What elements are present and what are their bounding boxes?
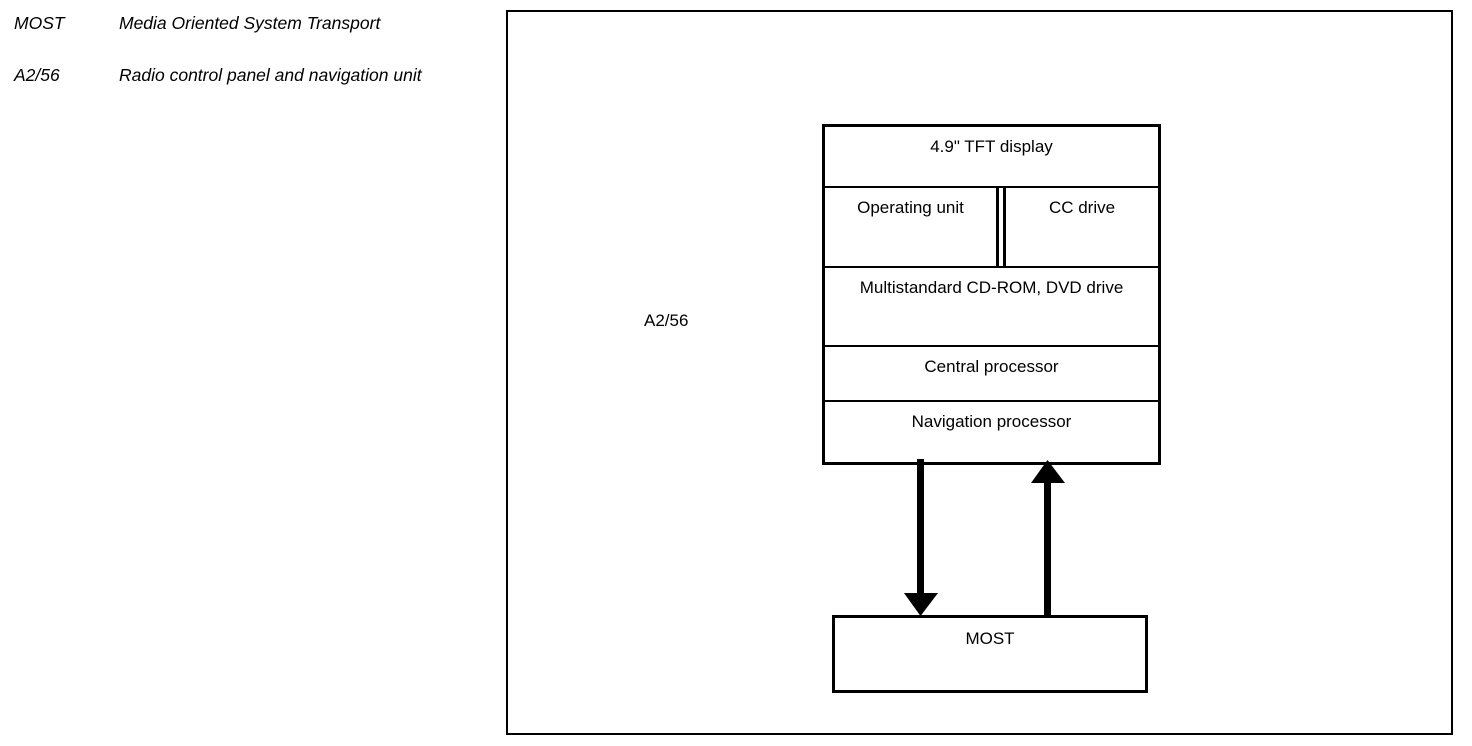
legend: MOST Media Oriented System Transport A2/…: [14, 10, 484, 114]
unit-row-operating-cc: Operating unit CC drive: [825, 188, 1158, 268]
unit-caption-a2-56: A2/56: [644, 311, 689, 330]
bus-box-most: MOST: [832, 615, 1148, 693]
unit-cell-cc-drive: CC drive: [1048, 198, 1116, 217]
diagram-frame: A2/56 4.9" TFT display Operating unit CC…: [506, 10, 1453, 735]
unit-row-navigation-processor: Navigation processor: [911, 412, 1072, 431]
legend-definition-a2-56: Radio control panel and navigation unit: [119, 65, 422, 85]
legend-term-most: MOST: [14, 13, 65, 33]
unit-row-central-processor: Central processor: [825, 347, 1158, 402]
unit-row-multistandard-drive: Multistandard CD-ROM, DVD drive: [825, 268, 1158, 347]
unit-cell-divider: [999, 188, 1006, 266]
unit-row-tft-display: 4.9" TFT display: [825, 127, 1158, 188]
unit-stack-a2-56: 4.9" TFT display Operating unit CC drive…: [822, 124, 1161, 465]
legend-entry-a2-56: A2/56 Radio control panel and navigation…: [14, 62, 484, 88]
arrow-up-icon: [1030, 459, 1066, 617]
legend-definition-most: Media Oriented System Transport: [119, 13, 381, 33]
legend-entry-most: MOST Media Oriented System Transport: [14, 10, 484, 36]
arrow-down-icon: [903, 459, 939, 617]
unit-cell-operating-unit: Operating unit: [825, 188, 999, 266]
legend-term-a2-56: A2/56: [14, 65, 60, 85]
